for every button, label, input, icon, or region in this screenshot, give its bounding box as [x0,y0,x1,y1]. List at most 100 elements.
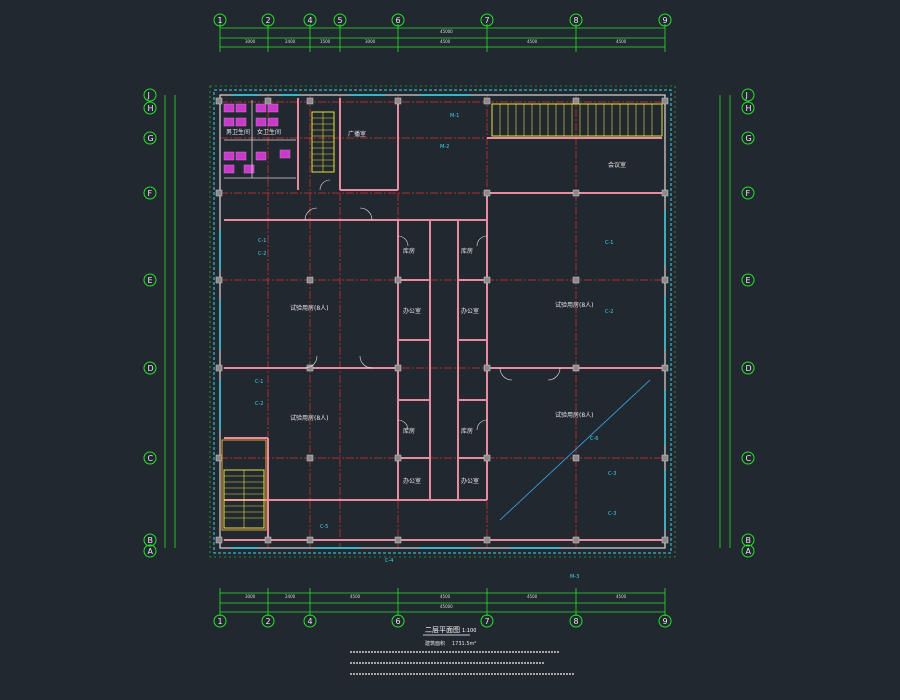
room-label: 试验用房(8人) [290,304,329,312]
svg-text:8: 8 [574,617,579,626]
svg-text:A: A [746,547,752,556]
svg-text:7: 7 [485,16,490,25]
grid-bubble: F [143,186,157,200]
grid-bubble: G [741,131,755,145]
room-label: 试验用房(8人) [290,414,329,422]
svg-text:4500: 4500 [440,39,451,44]
grid-bubble: 6 [391,13,405,27]
notes-lines [350,651,575,675]
grid-bubble: E [143,273,157,287]
grid-bubble: H [143,101,157,115]
svg-text:G: G [148,134,154,143]
svg-text:E: E [746,276,751,285]
grid-bubble: 8 [569,614,583,628]
svg-text:4500: 4500 [527,594,538,599]
grid-bubble: A [741,544,755,558]
dimension-ticks [219,24,666,616]
svg-text:C-2: C-2 [605,309,613,315]
grid-bubble: B [741,533,755,547]
svg-text:9: 9 [663,16,668,25]
room-label: 库房 [461,427,473,435]
balcony-grating [491,103,663,137]
svg-text:H: H [148,104,154,113]
room-label: 办公室 [461,477,479,485]
grid-bubble: C [741,451,755,465]
svg-text:F: F [148,189,153,198]
svg-text:4500: 4500 [440,594,451,599]
area-value: 1731.5m² [452,641,476,647]
room-label: 试验用房(8人) [555,301,594,309]
toilet-fixtures [223,103,291,174]
room-label: 女卫生间 [257,128,281,136]
svg-text:3000: 3000 [365,39,376,44]
grid-bubble: 4 [303,614,317,628]
svg-text:4500: 4500 [616,594,627,599]
drawing-title: 二层平面图 [425,626,460,634]
svg-text:1: 1 [218,16,223,25]
svg-text:B: B [746,536,752,545]
room-label: 试验用房(8人) [555,411,594,419]
grid-bubble: F [741,186,755,200]
svg-text:H: H [746,104,752,113]
svg-text:4500: 4500 [350,594,361,599]
doors [304,179,561,431]
section-diagonal [499,379,651,521]
grid-bubbles-top: 1 2 4 5 6 7 8 9 [213,13,672,28]
svg-text:A: A [148,547,154,556]
svg-text:C-6: C-6 [590,436,598,442]
grid-bubble: 6 [391,614,405,628]
room-labels: 试验用房(8人) 试验用房(8人) 试验用房(8人) 试验用房(8人) 库房 库… [226,128,626,485]
grid-bubble: E [741,273,755,287]
svg-text:C-2: C-2 [258,251,266,257]
room-label: 办公室 [461,307,479,315]
room-label: 库房 [403,247,415,255]
staircase-top [311,111,335,173]
interior-walls [224,98,662,541]
grid-bubble: 1 [213,13,227,28]
svg-text:6: 6 [396,617,401,626]
svg-text:45000: 45000 [440,29,453,34]
windows [219,94,666,549]
drawing-scale: 1:100 [462,628,476,634]
grid-bubbles-left: J H G F E D C B A [143,88,157,558]
grid-bubble: 5 [333,13,347,27]
svg-text:F: F [746,189,751,198]
grid-bubbles-right: J H G F E D C B A [741,88,755,558]
svg-text:4: 4 [308,16,313,25]
svg-text:M-2: M-2 [440,144,449,150]
svg-text:2: 2 [266,16,271,25]
grid-bubble: 9 [658,614,672,628]
grid-bubble: 9 [658,13,672,27]
room-label: 男卫生间 [226,128,250,136]
svg-text:C: C [746,454,752,463]
svg-text:C: C [148,454,154,463]
svg-text:C-3: C-3 [608,511,616,517]
svg-text:1: 1 [218,617,223,626]
svg-text:4500: 4500 [616,39,627,44]
svg-text:C-1: C-1 [258,238,266,244]
room-label: 库房 [403,427,415,435]
svg-text:D: D [746,364,752,373]
svg-text:2400: 2400 [285,39,296,44]
grid-bubble: 7 [480,614,494,628]
grid-bubble: J [143,88,157,102]
svg-text:3000: 3000 [245,39,256,44]
svg-text:9: 9 [663,617,668,626]
svg-text:7: 7 [485,617,490,626]
svg-text:8: 8 [574,16,579,25]
svg-text:4: 4 [308,617,313,626]
title-block: 二层平面图 1:100 建筑面积 1731.5m² [423,626,476,647]
svg-text:D: D [148,364,154,373]
svg-text:J: J [745,91,748,100]
staircase-bottom [221,439,267,531]
axis-lines [220,95,665,548]
svg-text:C-2: C-2 [255,401,263,407]
svg-text:C-4: C-4 [385,558,393,564]
toilet-partitions [224,100,296,179]
grid-bubble: 7 [480,13,494,27]
svg-text:C-1: C-1 [605,240,613,246]
svg-text:C-5: C-5 [320,524,328,530]
svg-text:M-3: M-3 [570,574,579,580]
grid-bubble: 2 [261,13,275,27]
